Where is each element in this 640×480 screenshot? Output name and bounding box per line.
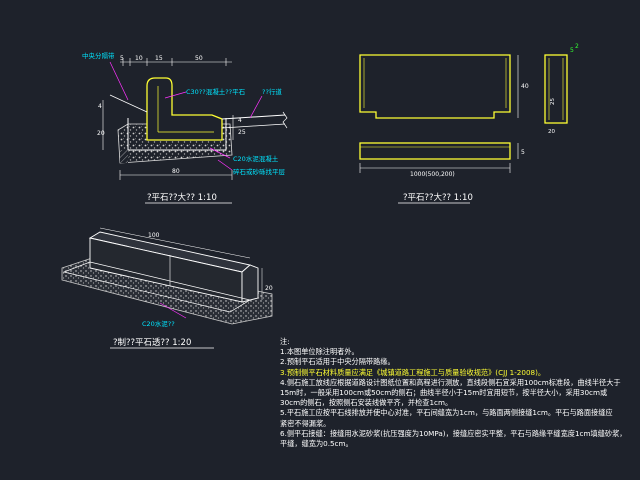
- dim-top-10: 10: [135, 55, 143, 62]
- label-c20-concrete: C20水泥混凝土: [233, 154, 279, 163]
- median-slope: [109, 94, 148, 113]
- note-line: 5.平石施工应按平石线排放并使中心对准，平石间缝宽为1cm，与路面两侧接缝1cm…: [280, 408, 613, 418]
- dim-side-25: 25: [550, 98, 556, 105]
- elevation-view: 40 1000(500,200) 5 25 20 5 2 ?平石??大?? 1:…: [359, 43, 579, 204]
- dim-persp-20: 20: [265, 285, 273, 292]
- note-line: 3.预制侧平石材料质量应满足《城镇道路工程施工与质量验收规范》(CJJ 1-20…: [280, 367, 546, 377]
- note-line: 平缝，缝宽为0.5cm。: [280, 439, 353, 449]
- curb-stone: [146, 77, 223, 141]
- flat-stone: [62, 261, 251, 313]
- road-base: [221, 123, 286, 129]
- label-travel-lane: ??行道: [262, 87, 282, 96]
- note-line: 4.侧石施工放线应根据道路设计图纸位置和高程进行测放，直线段侧石宜采用100cm…: [280, 377, 621, 387]
- perspective-title: ?制??平石透?? 1:20: [113, 337, 191, 348]
- dim-side-2: 2: [575, 43, 579, 50]
- dim-left-20: 20: [97, 130, 105, 137]
- label-c30-concrete: C30??混凝土??平石: [186, 87, 246, 96]
- dim-right-5: 5: [521, 149, 525, 156]
- curb-elevation-outline: [359, 54, 511, 119]
- dim-top-50: 50: [195, 55, 203, 62]
- c20-concrete-layer: [127, 118, 227, 151]
- leader-line: [164, 91, 187, 99]
- leader-line: [217, 159, 233, 171]
- break-symbol: [282, 111, 288, 129]
- note-line: 1.本图单位除注明者外。: [280, 347, 359, 357]
- label-c20-perspective: C20水泥??: [142, 319, 175, 328]
- dim-right-h: 40: [521, 83, 529, 90]
- perspective-view: 100 20 C20水泥?? ?制??平石透?? 1:20: [61, 227, 273, 349]
- soil-hatch: [120, 150, 128, 163]
- notes-block: 注: 1.本图单位除注明者外。 2.预制平石适用于中央分隔带路缘。 3.预制侧平…: [280, 337, 635, 449]
- dim-bottom-80: 80: [172, 168, 180, 175]
- elevation-length-dim: 1000(500,200): [410, 171, 455, 178]
- note-line: 紧密不得漏浆。: [280, 418, 331, 428]
- label-median-strip: 中央分隔带: [82, 51, 115, 60]
- label-gravel-base: 碎石或砂砾找平层: [233, 167, 286, 176]
- dim-top-15: 15: [155, 55, 163, 62]
- leader-line: [159, 302, 187, 319]
- leader-line: [109, 61, 129, 101]
- note-line: 6.侧平石接缝：接缝用水泥砂浆(抗压强度为10MPa)，接缝应密实平整，平石与路…: [280, 428, 627, 438]
- section-title: ?平石??大?? 1:10: [147, 192, 217, 203]
- elevation-title: ?平石??大?? 1:10: [403, 192, 473, 203]
- road-surface: [221, 114, 286, 120]
- section-view: 5 10 15 50 4 20 4 25 80 中央分隔带 C30??混凝土??…: [82, 51, 288, 204]
- leader-line: [249, 95, 263, 119]
- note-line: 30cm的侧石，按照侧石安装线做平齐，并检查1cm。: [280, 398, 453, 408]
- note-line: 15m时，一般采用100cm或50cm的侧石；曲线半径小于15m时宜用短节，按半…: [280, 388, 608, 398]
- notes-heading: 注:: [280, 337, 290, 346]
- dimension-line: [99, 227, 251, 259]
- curb-side-view: [544, 54, 568, 124]
- dim-side-20: 20: [548, 129, 555, 135]
- curb-block-end: [241, 264, 259, 303]
- curb-plan-strip: [359, 142, 511, 160]
- dim-left-4: 4: [98, 103, 102, 110]
- dim-right-25: 25: [238, 129, 246, 136]
- dim-top-5: 5: [120, 55, 124, 62]
- leader-line: [209, 147, 231, 159]
- dim-right-4: 4: [238, 117, 242, 124]
- dim-side-5: 5: [570, 47, 574, 54]
- note-line: 2.预制平石适用于中央分隔带路缘。: [280, 357, 395, 367]
- dim-persp-100: 100: [148, 232, 160, 239]
